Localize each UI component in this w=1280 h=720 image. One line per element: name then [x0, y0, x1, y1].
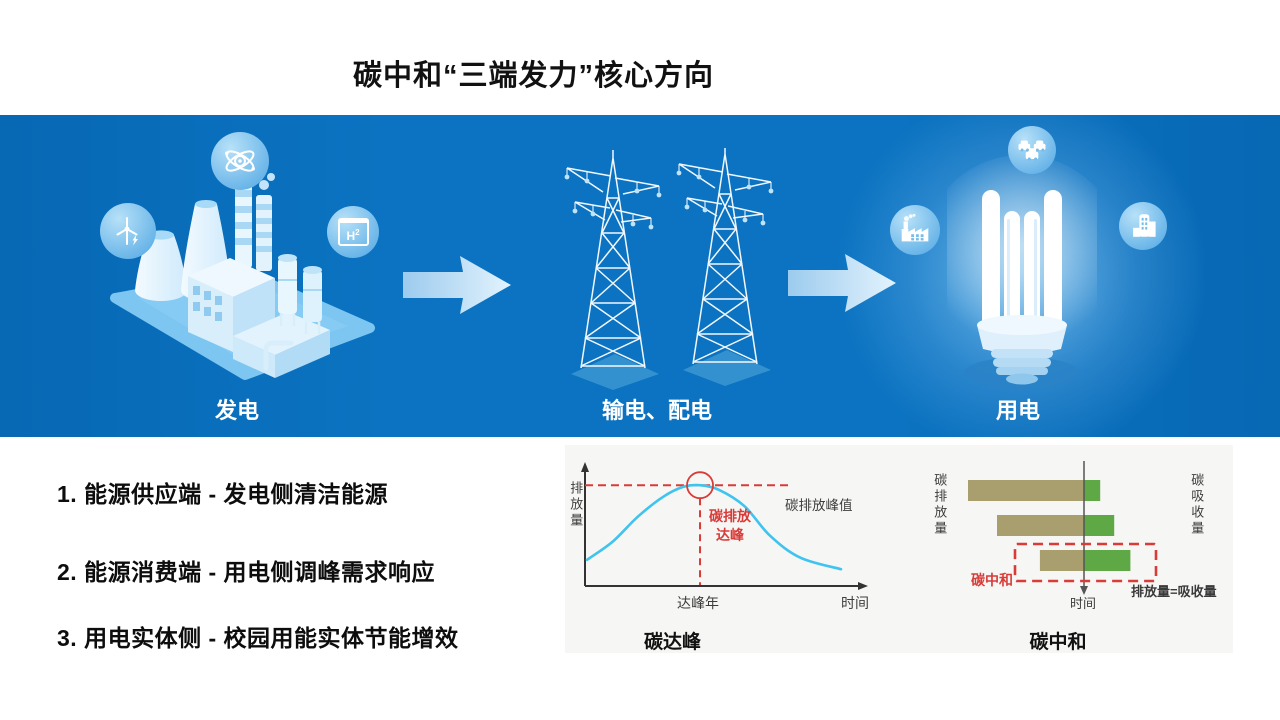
equation-label: 排放量=吸收量 [1131, 584, 1217, 599]
slide-title: 碳中和“三端发力”核心方向 [353, 60, 715, 92]
peak-year-label: 达峰年 [677, 595, 719, 611]
stage-label-consumption: 用电 [995, 398, 1040, 423]
wind-turbine-icon [100, 203, 156, 259]
atom-glyph [225, 150, 255, 172]
hydrogen-label: H2 [337, 218, 369, 246]
key-point-3: 3. 用电实体侧 - 校园用能实体节能增效 [57, 625, 459, 651]
banner: H2 [0, 115, 1280, 437]
key-point-2: 2. 能源消费端 - 用电侧调峰需求响应 [57, 559, 436, 585]
peak-value-annotation: 碳排放峰值 [785, 498, 853, 513]
cars-icon [1008, 126, 1056, 174]
neutral-chart-right-label: 碳吸收量 [1189, 473, 1205, 537]
cars-glyph [1018, 140, 1046, 161]
neutral-chart-title: 碳中和 [1029, 632, 1087, 653]
peak-chart-xlabel: 时间 [841, 595, 869, 611]
peak-chart-ylabel: 排放量 [568, 481, 584, 529]
power-plant-illustration [110, 150, 375, 380]
charts-panel: 排放量 时间 碳排放峰值 碳排放达峰 达峰年 碳达峰 碳排放量 碳吸收量 时间 … [565, 445, 1233, 653]
wind-turbine-glyph [116, 217, 138, 246]
atom-icon [211, 132, 269, 190]
factory-glyph [901, 213, 929, 242]
light-bulb-illustration [947, 155, 1097, 389]
factory-icon [890, 205, 940, 255]
stage-label-transmission: 输电、配电 [601, 398, 712, 423]
peak-annotation: 碳排放达峰 [709, 508, 751, 543]
flow-arrow-2 [788, 254, 896, 312]
carbon-peak-chart [581, 462, 868, 590]
neutral-chart-xlabel: 时间 [1070, 596, 1097, 611]
hydrogen-icon: H2 [327, 206, 379, 258]
transmission-towers-illustration [564, 148, 775, 390]
key-point-1: 1. 能源供应端 - 发电侧清洁能源 [57, 481, 389, 507]
buildings-icon [1119, 202, 1167, 250]
carbon-neutral-chart [968, 461, 1158, 595]
neutral-annotation: 碳中和 [971, 572, 1013, 588]
stage-label-generation: 发电 [214, 398, 259, 423]
buildings-glyph [1133, 214, 1156, 237]
peak-chart-title: 碳达峰 [643, 632, 701, 653]
neutral-chart-left-label: 碳排放量 [932, 473, 948, 537]
flow-arrow-1 [403, 256, 511, 314]
